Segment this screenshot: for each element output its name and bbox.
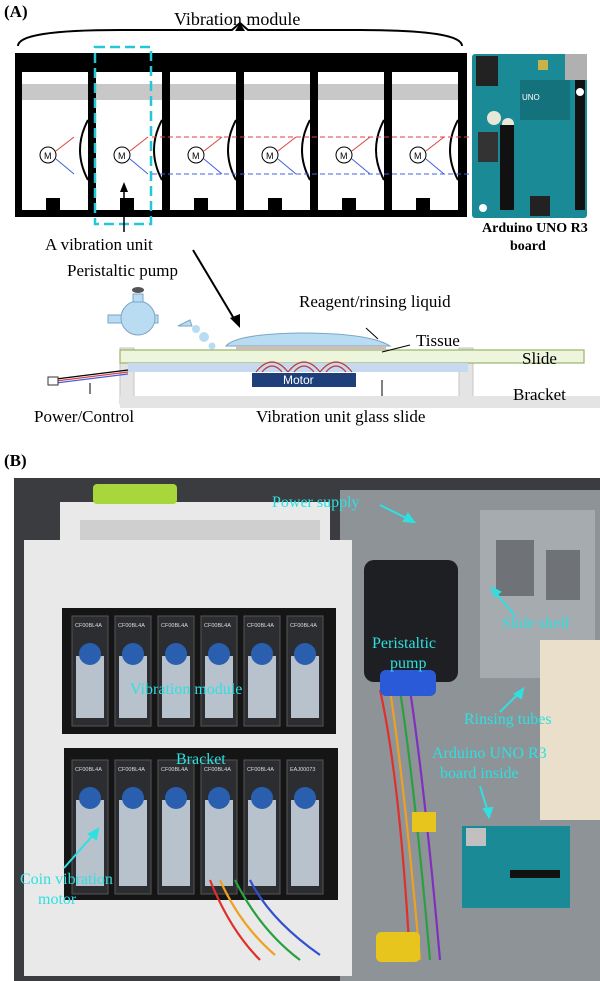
panel-a-diagram: M M M M M M UNO — [15, 21, 600, 408]
chip-label: CF00BL4A — [247, 767, 274, 773]
vibration-unit: M — [170, 60, 237, 212]
pump-label-2: pump — [390, 655, 427, 672]
pump-photo — [364, 560, 458, 682]
rinsing-tubes-label: Rinsing tubes — [464, 711, 552, 728]
bracket-photo-label: Bracket — [176, 751, 226, 768]
motor-symbol: M — [414, 151, 422, 161]
chip-label: CF00BL4A — [290, 623, 317, 629]
motor-label: Motor — [283, 373, 314, 387]
chip-label: CF00BL4A — [204, 767, 231, 773]
vibration-module-label: Vibration module — [174, 9, 301, 29]
vibration-chip: CF00BL4A — [243, 615, 281, 727]
pump-label-1: Peristaltic — [372, 635, 436, 652]
vibration-unit: M — [392, 60, 459, 212]
vibration-unit: M — [318, 60, 385, 212]
vibration-chip: CF00BL4A — [157, 759, 195, 895]
top-chips-group: CF00BL4A CF00BL4A CF00BL4A CF00BL4A CF00BL4A… — [71, 615, 324, 727]
bracket-label: Bracket — [513, 385, 566, 404]
motor-symbol: M — [266, 151, 274, 161]
motor-symbol: M — [340, 151, 348, 161]
reagent-label: Reagent/rinsing liquid — [299, 292, 451, 311]
motor-symbol: M — [44, 151, 52, 161]
coin-motor-label-2: motor — [38, 891, 77, 908]
arduino-board-label-2: board — [510, 239, 546, 254]
bottom-chips-group: CF00BL4A CF00BL4A CF00BL4A CF00BL4A CF00BL4A… — [71, 759, 324, 895]
vibration-unit: M — [22, 60, 89, 212]
arduino-photo-label-2: board inside — [440, 765, 519, 782]
panel-a-label: (A) — [4, 2, 28, 21]
vibration-chip: CF00BL4A — [243, 759, 281, 895]
motor-block — [252, 373, 356, 387]
vibration-chip: CF00BL4A — [286, 615, 324, 727]
power-supply-label: Power supply — [272, 494, 360, 511]
svg-text:UNO: UNO — [522, 93, 540, 102]
chip-label: CF00BL4A — [75, 623, 102, 629]
highlight-box — [93, 45, 153, 226]
vibration-module-photo-label: Vibration module — [130, 681, 243, 698]
green-clip — [93, 484, 177, 504]
arduino-board-label-1: Arduino UNO R3 — [482, 221, 588, 236]
vibration-module-frame — [15, 53, 467, 217]
vibration-unit-label: A vibration unit — [45, 235, 153, 254]
arduino-photo-label-1: Arduino UNO R3 — [432, 745, 547, 762]
chip-label: CF00BL4A — [161, 623, 188, 629]
chip-label: CF00BL4A — [118, 767, 145, 773]
brace-arrow — [235, 23, 245, 31]
tissue-label: Tissue — [416, 331, 460, 350]
chip-label: EAJ00073 — [290, 767, 315, 773]
reagent-liquid — [224, 332, 392, 347]
power-control-label: Power/Control — [34, 407, 135, 426]
motor-symbol: M — [192, 151, 200, 161]
vibration-chip: CF00BL4A — [200, 759, 238, 895]
chip-label: CF00BL4A — [161, 767, 188, 773]
vibration-chip: CF00BL4A — [157, 615, 195, 727]
chip-label: CF00BL4A — [118, 623, 145, 629]
side-view — [47, 287, 600, 408]
panel-b-label: (B) — [4, 451, 27, 470]
vibration-chip: CF00BL4A — [114, 759, 152, 895]
chip-label: CF00BL4A — [75, 767, 102, 773]
arduino-board-image: UNO — [472, 54, 587, 218]
vibration-chip: EAJ00073 — [286, 759, 324, 895]
slide-shelf-label: Slide shelf — [502, 615, 570, 632]
pump-label: Peristaltic pump — [67, 261, 178, 280]
chip-label: CF00BL4A — [247, 623, 274, 629]
vibration-chip: CF00BL4A — [200, 615, 238, 727]
slide-label: Slide — [522, 349, 557, 368]
coin-motor-label-1: Coin vibration — [20, 871, 113, 888]
chip-label: CF00BL4A — [204, 623, 231, 629]
motor-symbol: M — [118, 151, 126, 161]
vibration-chip: CF00BL4A — [114, 615, 152, 727]
glass-slide-label: Vibration unit glass slide — [256, 407, 426, 426]
vibration-chip: CF00BL4A — [71, 615, 109, 727]
